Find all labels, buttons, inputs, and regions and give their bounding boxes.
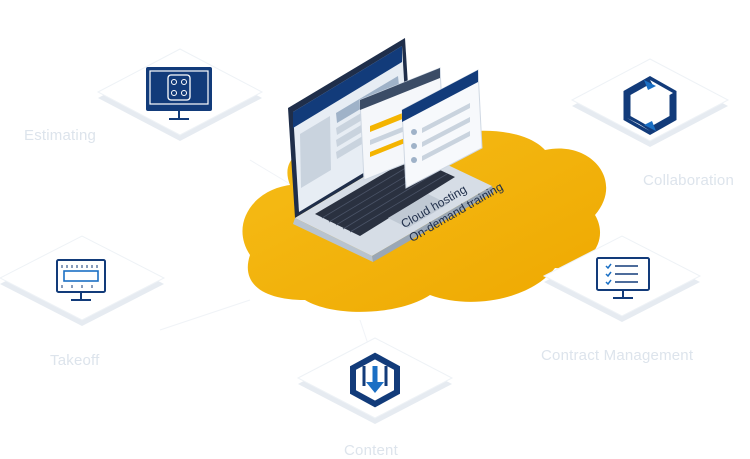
label-collaboration: Collaboration <box>643 172 734 189</box>
label-contract-management: Contract Management <box>541 347 694 364</box>
label-takeoff: Takeoff <box>50 352 100 369</box>
monitor-checklist-icon <box>596 257 650 299</box>
monitor-calculator-icon <box>146 67 212 120</box>
tile-contract-management <box>542 235 702 322</box>
label-estimating: Estimating <box>24 127 97 144</box>
tile-takeoff <box>0 235 166 326</box>
label-content: Content <box>344 442 398 459</box>
hexagon-download-icon <box>350 352 400 408</box>
hexagon-arrows-icon <box>623 75 677 136</box>
tile-collaboration <box>570 58 730 147</box>
monitor-ruler-icon <box>56 259 106 301</box>
floating-window-2 <box>401 69 483 189</box>
